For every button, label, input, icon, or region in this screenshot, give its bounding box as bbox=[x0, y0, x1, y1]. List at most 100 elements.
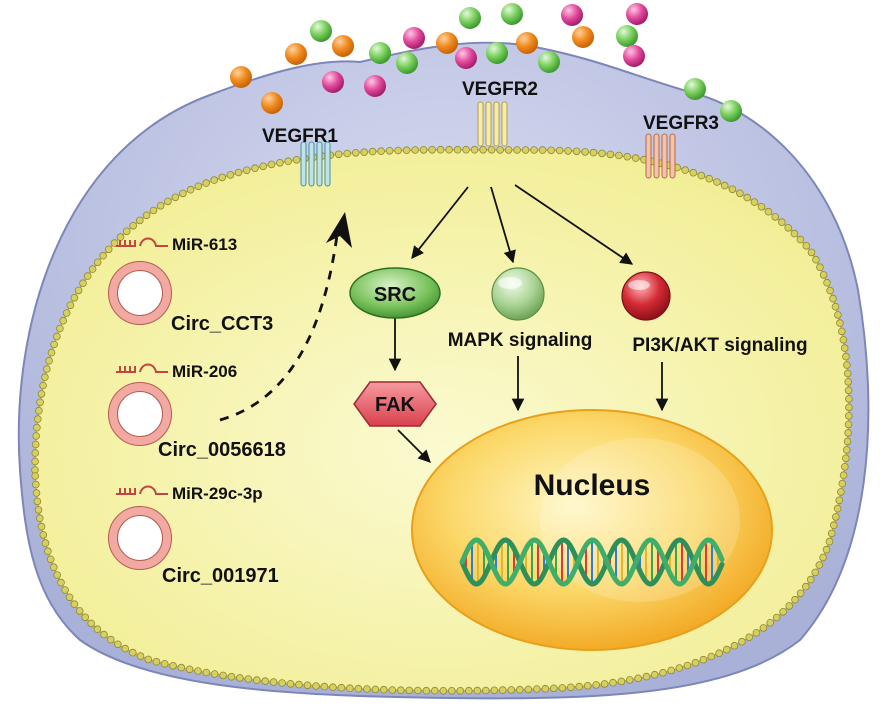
lipid-dot bbox=[843, 361, 851, 369]
lipid-dot bbox=[600, 680, 609, 688]
lipid-dot bbox=[368, 147, 377, 156]
lipid-dot bbox=[822, 545, 831, 554]
lipid-dot bbox=[745, 633, 753, 642]
vegfr2-arrows bbox=[388, 184, 669, 463]
lipid-dot bbox=[515, 685, 524, 694]
lipid-dot bbox=[713, 178, 721, 186]
lipid-dot bbox=[114, 640, 122, 649]
lipid-dot bbox=[31, 480, 40, 489]
lipid-dot bbox=[699, 655, 708, 664]
lipid-dot bbox=[750, 198, 759, 206]
circrna-ring-icon bbox=[108, 261, 172, 325]
mapk-label: MAPK signaling bbox=[448, 330, 593, 351]
lipid-dot bbox=[74, 286, 83, 295]
lipid-dot bbox=[681, 166, 689, 174]
dashed-arrow-circrna-to-vegfr bbox=[219, 227, 340, 422]
ligand-ball bbox=[396, 52, 418, 74]
lipid-dot bbox=[659, 668, 667, 677]
lipid-dot bbox=[812, 255, 820, 264]
lipid-dot bbox=[838, 479, 847, 488]
lipid-dot bbox=[667, 666, 675, 675]
lipid-dot bbox=[436, 145, 445, 154]
lipid-dot bbox=[707, 652, 716, 661]
lipid-dot bbox=[479, 146, 487, 154]
fak-label: FAK bbox=[375, 394, 416, 416]
lipid-dot bbox=[609, 678, 617, 687]
lipid-dot bbox=[32, 489, 41, 497]
lipid-dot bbox=[261, 677, 270, 685]
lipid-dot bbox=[31, 472, 40, 480]
lipid-dot bbox=[634, 674, 642, 683]
lipid-dot bbox=[566, 683, 575, 692]
lipid-dot bbox=[541, 684, 550, 693]
arrow-fak-to-nucleus bbox=[397, 429, 431, 463]
lipid-dot bbox=[171, 193, 180, 202]
lipid-dot bbox=[50, 340, 58, 349]
lipid-dot bbox=[320, 682, 329, 691]
lipid-dot bbox=[104, 245, 113, 254]
lipid-dot bbox=[70, 293, 79, 302]
lipid-dot bbox=[219, 671, 227, 680]
lipid-dot bbox=[777, 218, 786, 227]
dna-strand bbox=[459, 537, 725, 587]
circrna-group-2: MiR-206 Circ_0056618 bbox=[108, 362, 286, 461]
lipid-dot bbox=[343, 149, 352, 158]
nucleus: Nucleus bbox=[411, 409, 773, 651]
lipid-dot bbox=[524, 685, 533, 694]
lipid-dot bbox=[44, 547, 52, 555]
lipid-dot bbox=[411, 146, 419, 154]
lipid-dot bbox=[37, 390, 46, 398]
lipid-dot bbox=[66, 301, 75, 310]
lipid-dot bbox=[521, 146, 530, 154]
lipid-dot bbox=[697, 171, 706, 180]
src-node: SRC bbox=[349, 267, 441, 319]
lipid-dot bbox=[842, 352, 850, 361]
mirna-hairpin-icon bbox=[116, 485, 168, 495]
lipid-dot bbox=[826, 286, 834, 295]
ligand-ball bbox=[459, 7, 481, 29]
lipid-dot bbox=[234, 168, 243, 177]
lipid-dot bbox=[210, 670, 219, 678]
lipid-dot bbox=[428, 146, 436, 154]
lipid-dot bbox=[79, 279, 87, 288]
lipid-dot bbox=[842, 446, 851, 454]
lipid-dot bbox=[413, 686, 422, 695]
receptor-vegfr3: VEGFR3 bbox=[643, 113, 719, 179]
lipid-dot bbox=[806, 575, 815, 584]
lipid-dot bbox=[583, 681, 592, 690]
lipid-dot bbox=[833, 504, 842, 513]
lipid-dot bbox=[507, 686, 516, 694]
lipid-dot bbox=[210, 176, 219, 184]
ligand-ball bbox=[516, 32, 538, 54]
lipid-dot bbox=[796, 235, 805, 244]
lipid-dot bbox=[33, 423, 41, 432]
lipid-dot bbox=[811, 568, 819, 577]
lipid-dot bbox=[227, 672, 236, 681]
receptor-vegfr2: VEGFR2 bbox=[462, 79, 538, 147]
ligand-ball bbox=[626, 3, 648, 25]
ligand-ball bbox=[403, 27, 425, 49]
ligand-ball bbox=[332, 35, 354, 57]
lipid-dot bbox=[194, 667, 202, 675]
lipid-dot bbox=[743, 193, 751, 202]
ligand-ball bbox=[623, 45, 645, 67]
lipid-dot bbox=[841, 454, 850, 463]
lipid-dot bbox=[149, 206, 158, 215]
lipid-dot bbox=[286, 679, 295, 688]
lipid-dot bbox=[691, 658, 700, 667]
lipid-dot bbox=[736, 189, 744, 198]
lipid-dot bbox=[116, 233, 125, 241]
lipid-dot bbox=[575, 682, 583, 691]
ligand-ball bbox=[486, 42, 508, 64]
lipid-dot bbox=[589, 148, 598, 157]
lipid-dot bbox=[771, 213, 779, 221]
dashed-arrow-head bbox=[326, 212, 352, 248]
lipid-dot bbox=[592, 681, 600, 689]
lipid-dot bbox=[823, 278, 831, 287]
lipid-dot bbox=[99, 251, 107, 260]
lipid-dot bbox=[346, 684, 354, 692]
lipid-dot bbox=[136, 216, 144, 225]
lipid-dot bbox=[278, 679, 286, 687]
ligand-ball bbox=[364, 75, 386, 97]
